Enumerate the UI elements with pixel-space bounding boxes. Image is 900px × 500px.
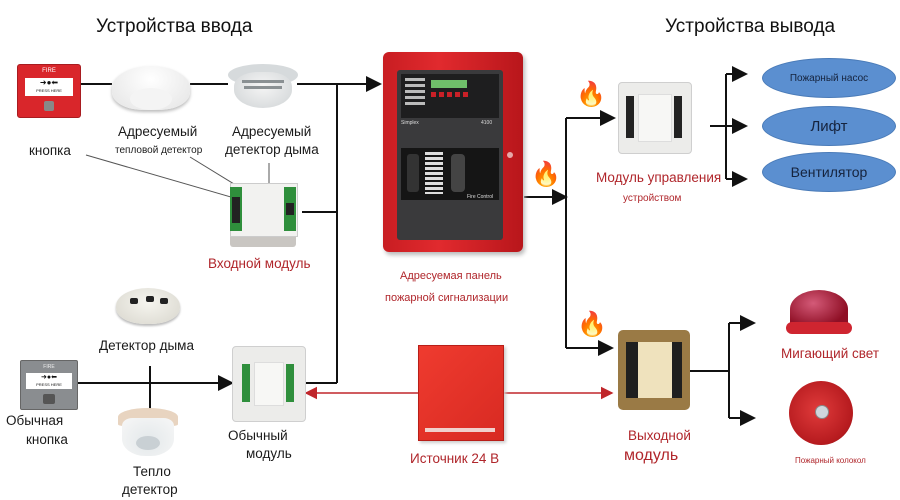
- target-fire-pump[interactable]: Пожарный насос: [762, 58, 896, 98]
- flame-icon: 🔥: [576, 81, 606, 108]
- switch-leds: [425, 152, 443, 194]
- conventional-module[interactable]: [232, 346, 306, 422]
- control-module[interactable]: [618, 82, 692, 154]
- addressable-heat-detector[interactable]: [112, 58, 190, 116]
- module-label-plate: [638, 342, 672, 398]
- status-leds: [405, 78, 425, 108]
- bell-striker-icon: [815, 405, 829, 419]
- power-supply-label: Источник 24 В: [410, 451, 500, 466]
- target-fan-label: Вентилятор: [790, 164, 868, 180]
- lcd-display: [431, 80, 467, 88]
- smoke-detector-body: [116, 288, 180, 324]
- output-devices-heading: Устройства вывода: [665, 16, 836, 37]
- key-slot-icon: [43, 394, 55, 404]
- key-slot-icon: [44, 101, 54, 111]
- terminal-strip-right: [286, 364, 294, 402]
- conventional-module-label-line2: модуль: [246, 446, 292, 461]
- flashing-light-label: Мигающий свет: [781, 346, 880, 361]
- phone-handset-icon: [407, 154, 419, 192]
- phone-handset-icon: [451, 154, 465, 192]
- panel-label-line1: Адресуемая панель: [400, 270, 502, 282]
- panel-display-area: [401, 74, 499, 118]
- terminal-strip-left: [242, 364, 250, 402]
- input-module-label: Входной модуль: [208, 256, 311, 271]
- smoke-detector-label-line2: детектор дыма: [225, 142, 319, 157]
- smoke-detector[interactable]: [116, 280, 180, 328]
- addressable-button-label: кнопка: [29, 143, 71, 158]
- heat-detector-label-line2: тепловой детектор: [115, 145, 203, 156]
- addressable-smoke-detector[interactable]: [228, 58, 298, 116]
- call-point-fire-text: FIRE: [43, 364, 55, 370]
- smoke-opening: [146, 296, 154, 302]
- terminal-strip-left: [626, 96, 634, 138]
- smoke-detector-label-line1: Адресуемый: [232, 124, 312, 139]
- fire-bell-label: Пожарный колокол: [795, 456, 866, 465]
- terminal-screws: [286, 203, 294, 215]
- fire-bell[interactable]: [789, 381, 853, 445]
- press-here-text: PRESS HERE: [36, 382, 62, 387]
- heat-detector-label-line1: Адресуемый: [118, 124, 198, 139]
- smoke-vent: [242, 80, 284, 83]
- flame-icon: 🔥: [531, 161, 561, 188]
- panel-footer-text: Fire Control: [467, 194, 494, 200]
- smoke-opening: [130, 298, 138, 304]
- target-fire-pump-label: Пожарный насос: [789, 72, 869, 84]
- panel-model: 4100: [481, 120, 493, 126]
- panel-label-line2: пожарной сигнализации: [385, 292, 509, 304]
- call-point-fire-text: FIRE: [42, 68, 56, 74]
- panel-phone-section: [401, 148, 499, 200]
- module-label-plate: [254, 362, 284, 406]
- input-module[interactable]: [224, 183, 302, 247]
- heat-detector-dome: [130, 88, 172, 110]
- panel-brand: Simplex: [401, 120, 419, 126]
- flashing-light-dome: [790, 290, 848, 328]
- flashing-light-base: [786, 322, 852, 334]
- smoke-detector-label: Детектор дыма: [99, 338, 194, 353]
- flashing-light[interactable]: [786, 290, 852, 336]
- call-point-glass: ➜●⬅ PRESS HERE: [25, 78, 73, 96]
- conventional-button-label-line1: Обычная: [6, 413, 64, 428]
- press-here-text: PRESS HERE: [36, 88, 62, 93]
- power-supply-24v[interactable]: [418, 345, 504, 441]
- input-devices-heading: Устройства ввода: [96, 16, 253, 37]
- power-supply-label-strip: [425, 428, 495, 432]
- panel-door: Simplex 4100 Fire Control: [397, 70, 503, 240]
- control-module-label-line2: устройством: [623, 193, 682, 204]
- panel-lock-icon: [507, 152, 513, 158]
- heat-detector-label-line1: Тепло: [133, 464, 171, 479]
- control-module-label-line1: Модуль управления: [596, 170, 722, 185]
- conventional-call-point[interactable]: FIRE ➜●⬅ PRESS HERE: [20, 360, 78, 410]
- output-module-label-line2: модуль: [624, 447, 679, 464]
- terminal-screws: [232, 197, 240, 223]
- heat-detector-label-line2: детектор: [122, 482, 178, 497]
- target-lift[interactable]: Лифт: [762, 106, 896, 146]
- smoke-vent: [244, 86, 282, 89]
- arrows-icon: ➜●⬅: [39, 78, 59, 87]
- fire-alarm-panel[interactable]: Simplex 4100 Fire Control: [383, 52, 523, 252]
- target-fan[interactable]: Вентилятор: [762, 152, 896, 192]
- smoke-opening: [160, 298, 168, 304]
- conventional-module-label-line1: Обычный: [228, 428, 288, 443]
- module-label-plate: [638, 94, 672, 142]
- smoke-detector-body: [234, 72, 292, 108]
- call-point-glass: ➜●⬅ PRESS HERE: [26, 373, 72, 389]
- conventional-button-label-line2: кнопка: [26, 432, 68, 447]
- control-buttons: [431, 92, 471, 97]
- heat-detector[interactable]: [118, 408, 178, 458]
- heat-sensor-grille: [136, 436, 160, 450]
- flame-icon: 🔥: [577, 311, 607, 338]
- addressable-call-point[interactable]: FIRE ➜●⬅ PRESS HERE: [17, 64, 81, 118]
- arrows-icon: ➜●⬅: [41, 374, 57, 381]
- target-lift-label: Лифт: [810, 117, 848, 135]
- output-module[interactable]: [618, 330, 690, 410]
- terminal-strip-right: [674, 96, 682, 138]
- output-module-label-line1: Выходной: [628, 428, 691, 443]
